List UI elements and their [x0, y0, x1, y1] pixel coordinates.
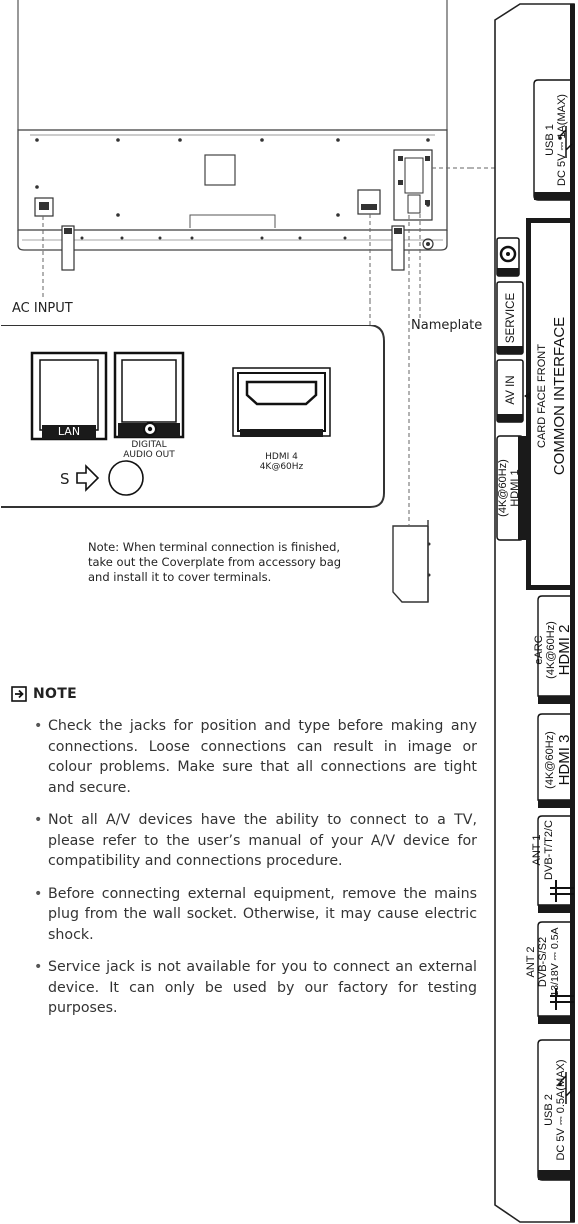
coverplate-note: Note: When terminal connection is finish… [88, 540, 388, 585]
arrow-right-box-icon [11, 686, 27, 702]
coverplate-note-line1: Note: When terminal connection is finish… [88, 540, 341, 554]
usb1-label-2: DC 5V ⎓ 1A(MAX) [556, 94, 568, 186]
usb2-label-1: USB 2 [543, 1094, 555, 1126]
usb-2-icon [558, 1072, 573, 1104]
av-in-label: AV IN [505, 375, 517, 404]
coverplate [392, 520, 431, 603]
hdmi1-label-1: (4K@60Hz) [497, 459, 509, 517]
note-header: NOTE [11, 686, 77, 702]
note-list: Check the jacks for position and type be… [34, 716, 477, 1031]
note-title: NOTE [33, 686, 77, 702]
usb2-label-2: DC 5V ⎓ 0.5A(MAX) [555, 1059, 567, 1160]
ant2-label-3: 13/18V ⎓ 0.5A [549, 927, 561, 996]
hdmi1-label-2: HDMI 1 [509, 469, 521, 506]
ant2-label-1: ANT 2 [525, 947, 537, 978]
usb1-label-1: USB 1 [544, 124, 556, 156]
lan-label: LAN [57, 425, 81, 438]
hdmi4-label-2: 4K@60Hz [259, 462, 304, 472]
hdmi2-label-3: HDMI 2 [556, 625, 573, 676]
coverplate-note-line2: take out the Coverplate from accessory b… [88, 555, 342, 569]
terminal-panel [1, 325, 385, 508]
service-label: SERVICE [505, 293, 517, 344]
usb-1-icon [558, 126, 573, 158]
ant1-label-2: DVB-T/T2/C [543, 820, 555, 880]
digital-audio-label-1: DIGITAL [131, 440, 167, 450]
note-item: Service jack is not available for you to… [34, 957, 477, 1019]
ci-label-2: COMMON INTERFACE [551, 317, 568, 475]
coverplate-note-line3: and install it to cover terminals. [88, 570, 272, 584]
nameplate-label: Nameplate [411, 318, 483, 333]
digital-audio-label-2: AUDIO OUT [123, 450, 175, 460]
service-symbol-label: S [60, 470, 70, 488]
hdmi2-label-2: (4K@60Hz) [545, 621, 557, 679]
ant1-label-1: ANT 1 [531, 835, 543, 866]
hdmi4-label-1: HDMI 4 [265, 452, 298, 462]
hdmi2-label-1: eARC [533, 635, 545, 664]
hdmi3-label-2: HDMI 3 [556, 735, 573, 786]
tv-rear-diagram [17, 0, 470, 300]
note-item: Check the jacks for position and type be… [34, 716, 477, 798]
note-item: Before connecting external equipment, re… [34, 884, 477, 946]
note-item: Not all A/V devices have the ability to … [34, 810, 477, 872]
ac-input-label: AC INPUT [12, 301, 73, 316]
side-port-panel: USB 1 DC 5V ⎓ 1A(MAX) SERVICE AV IN CARD… [494, 3, 575, 1223]
ci-label-1: CARD FACE FRONT [536, 344, 548, 448]
ant2-label-2: DVB-S/S2 [537, 937, 549, 987]
hdmi3-label-1: (4K@60Hz) [544, 731, 556, 789]
